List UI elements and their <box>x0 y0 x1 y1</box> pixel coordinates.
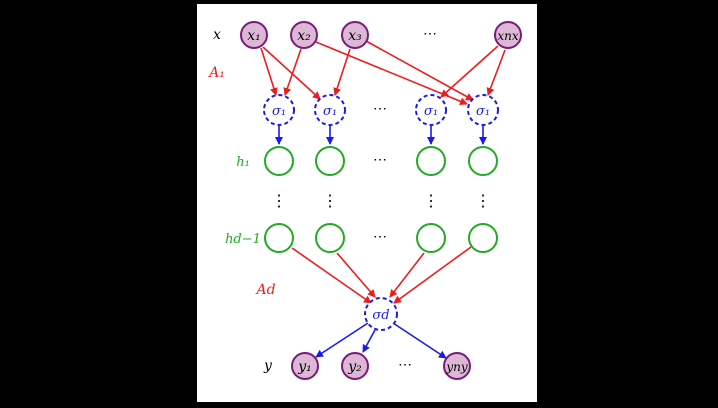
sigma1-node-2 <box>314 94 346 126</box>
edges-outputs <box>315 322 447 359</box>
input-label-x2: x₂ <box>297 28 311 44</box>
edges-sigma-h1 <box>275 126 487 145</box>
sigma1-node-3 <box>415 94 447 126</box>
ellipsis-h1: ⋯ <box>373 152 387 168</box>
edge-x3-s5 <box>365 40 474 101</box>
edge-hd1c-sd <box>389 252 425 298</box>
sigma1-label-2: σ₁ <box>323 104 337 119</box>
hd1-node-4 <box>468 223 498 253</box>
edge-x3-s2 <box>333 48 351 96</box>
input-label-xn: xnx <box>497 29 518 43</box>
output-layer: y₁ y₂ yny ⋯ <box>291 352 471 380</box>
label-Ad: Ad <box>254 282 275 298</box>
side-labels: x A₁ h₁ hd−1 Ad y <box>207 27 275 374</box>
output-node-y1 <box>291 352 319 380</box>
edge-x1-s2 <box>262 46 321 100</box>
sigmad-label: σd <box>372 308 389 323</box>
ellipsis-inputs: ⋯ <box>423 26 437 42</box>
output-node-y2 <box>341 352 369 380</box>
input-label-x3: x₃ <box>348 28 362 44</box>
label-h1: h₁ <box>236 155 250 170</box>
edge-x2-s1 <box>283 48 302 96</box>
sigma1-label-4: σ₁ <box>476 104 490 119</box>
vdots-2: ⋮ <box>322 191 338 210</box>
edges-Ad <box>291 246 472 304</box>
output-label-y1: y₁ <box>297 359 312 375</box>
edge-sd-y2 <box>362 329 376 353</box>
edge-x1-s1 <box>260 47 278 96</box>
input-label-x1: x₁ <box>247 28 261 44</box>
hd1-node-2 <box>315 223 345 253</box>
hd1-layer: ⋯ <box>264 223 498 253</box>
input-node-x1 <box>240 21 268 49</box>
h1-node-3 <box>416 146 446 176</box>
label-A1: A₁ <box>207 65 225 81</box>
edge-hd1b-sd <box>336 252 376 298</box>
input-layer: x₁ x₂ x₃ xnx ⋯ <box>240 21 522 49</box>
vdots-4: ⋮ <box>475 191 491 210</box>
edge-xn-s5 <box>486 49 506 96</box>
h1-layer: ⋯ <box>264 146 498 176</box>
input-node-x2 <box>290 21 318 49</box>
edge-xn-s4 <box>440 45 499 98</box>
hd1-node-1 <box>264 223 294 253</box>
vertical-ellipsis-row: ⋮ ⋮ ⋮ ⋮ <box>271 191 491 210</box>
label-hd1: hd−1 <box>225 232 261 247</box>
output-node-yn <box>443 352 471 380</box>
ellipsis-sigma1: ⋯ <box>373 101 387 117</box>
edges-A1 <box>260 40 506 106</box>
edge-hd1d-sd <box>393 246 472 304</box>
ellipsis-hd1: ⋯ <box>373 229 387 245</box>
sigma1-label-3: σ₁ <box>424 104 438 119</box>
sigma1-layer: σ₁ σ₁ σ₁ σ₁ ⋯ <box>263 94 499 126</box>
edge-sd-yn <box>392 322 447 359</box>
h1-node-4 <box>468 146 498 176</box>
label-x: x <box>213 27 221 43</box>
output-label-y2: y₂ <box>347 359 362 375</box>
input-node-x3 <box>341 21 369 49</box>
edge-hd1a-sd <box>291 247 372 304</box>
sigma1-node-4 <box>467 94 499 126</box>
sigma1-label-1: σ₁ <box>272 104 286 119</box>
ellipsis-outputs: ⋯ <box>398 357 412 373</box>
input-node-xn <box>494 21 522 49</box>
sigmad-node <box>364 297 398 331</box>
hd1-node-3 <box>416 223 446 253</box>
diagram-panel <box>197 4 537 402</box>
label-y: y <box>263 358 273 374</box>
sigmad-layer: σd <box>364 297 398 331</box>
output-label-yn: yny <box>445 360 468 374</box>
edge-sd-y1 <box>315 322 369 358</box>
vdots-1: ⋮ <box>271 191 287 210</box>
h1-node-1 <box>264 146 294 176</box>
sigma1-node-1 <box>263 94 295 126</box>
h1-node-2 <box>315 146 345 176</box>
vdots-3: ⋮ <box>423 191 439 210</box>
